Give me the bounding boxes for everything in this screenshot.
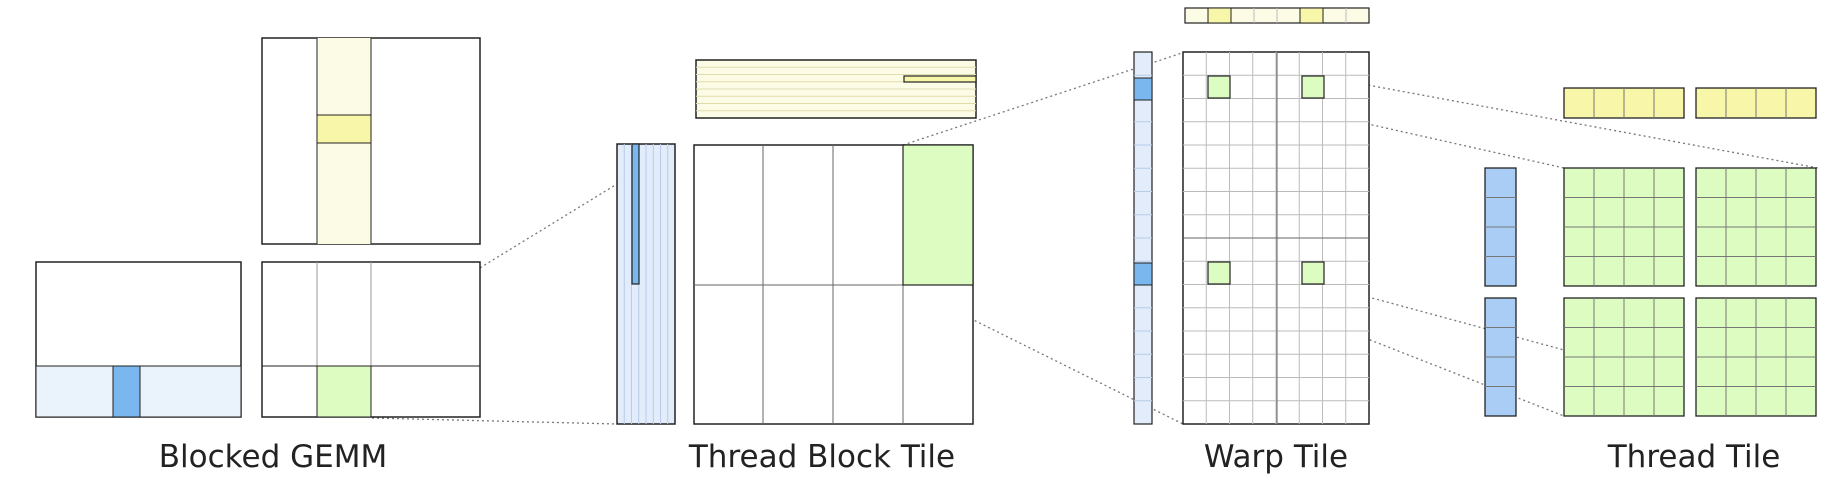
warp-tile: Warp Tile <box>1133 7 1370 475</box>
block-b-fragment <box>695 59 977 119</box>
a-fragment-highlight <box>631 143 640 285</box>
matrix-a <box>35 261 242 418</box>
b-fragment-highlight <box>903 75 977 83</box>
c-tile-highlight <box>316 365 372 418</box>
warp-grid <box>1182 51 1370 425</box>
warp-tile-highlight <box>902 144 974 286</box>
a-tile-highlight <box>112 365 141 418</box>
block-c-tile <box>693 144 974 425</box>
thread-tile-highlight <box>1301 75 1325 99</box>
thread-block-tile: Thread Block Tile <box>616 59 977 475</box>
thread-tile-label: Thread Tile <box>1607 439 1781 475</box>
connector-line <box>1229 92 1565 169</box>
matrix-c <box>261 261 481 418</box>
warp-tile-label: Warp Tile <box>1204 439 1348 475</box>
thread-tile-highlight <box>1207 261 1231 285</box>
blocked-gemm: Blocked GEMM <box>35 37 481 475</box>
block-a-fragment <box>616 143 676 425</box>
thread-tile-highlight <box>1207 75 1231 99</box>
thread-tile-highlight <box>1301 261 1325 285</box>
connector-line <box>1323 76 1819 169</box>
matrix-b <box>261 37 481 245</box>
thread-block-tile-label: Thread Block Tile <box>688 439 955 475</box>
connector-line <box>371 417 618 425</box>
warp-a-fragment <box>1133 51 1153 425</box>
warp-b-fragment <box>1184 7 1370 24</box>
thread-tile: Thread Tile <box>1484 87 1817 475</box>
blocked-gemm-label: Blocked GEMM <box>159 439 387 475</box>
b-tile-highlight <box>316 114 372 144</box>
